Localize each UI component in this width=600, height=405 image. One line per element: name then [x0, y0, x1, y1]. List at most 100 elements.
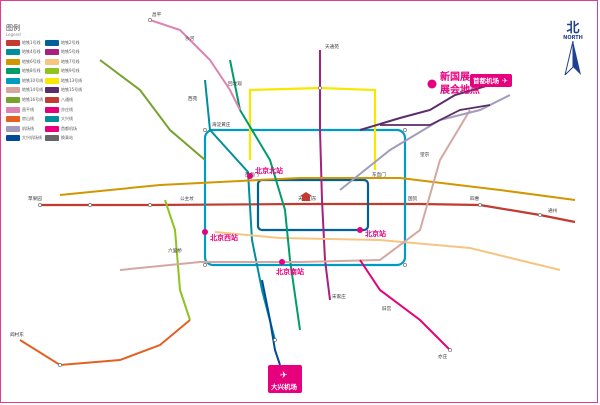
- legend-item: 地铁2号线: [45, 39, 84, 46]
- legend-swatch: [45, 135, 59, 142]
- hub-label: 北京南站: [276, 267, 304, 276]
- hub-beijing[interactable]: 北京站: [357, 227, 386, 238]
- legend-item: 地铁13号线: [45, 77, 84, 84]
- legend-swatch: [6, 116, 20, 123]
- station-dot[interactable]: [148, 203, 152, 207]
- legend-label: 大兴线: [61, 116, 73, 122]
- station-label-jiugong: 旧宫: [382, 305, 392, 312]
- legend-item: 地铁8号线: [6, 68, 45, 75]
- line-10: [203, 128, 407, 267]
- legend-label: 机场线: [22, 125, 34, 131]
- station-dot[interactable]: [478, 203, 482, 207]
- station-label-wangjing: 望京: [420, 151, 430, 158]
- legend-item: 换乘站: [45, 135, 84, 142]
- line-14: [119, 109, 471, 271]
- line-daxing-airport: [261, 279, 281, 366]
- legend-label: 八通线: [61, 97, 73, 103]
- legend-swatch: [6, 58, 20, 65]
- station-label-dongzhimen: 东直门: [372, 171, 386, 178]
- station-dot[interactable]: [148, 18, 152, 22]
- legend-item: 地铁10号线: [6, 77, 45, 84]
- legend-item: 地铁6号线: [6, 58, 45, 65]
- legend-label: 地铁15号线: [61, 87, 83, 93]
- legend-label: 地铁4号线: [22, 49, 41, 55]
- legend-label: 地铁16号线: [22, 97, 44, 103]
- line-yizhuang: [359, 259, 451, 351]
- station-dot[interactable]: [88, 203, 92, 207]
- legend-swatch: [6, 87, 20, 94]
- legend-item: 地铁9号线: [45, 68, 84, 75]
- legend-label: 地铁13号线: [61, 77, 83, 83]
- line-8: [229, 59, 301, 331]
- hub-beijing-west[interactable]: 北京西站: [202, 229, 238, 242]
- north-arrow-icon: [564, 40, 581, 77]
- legend-swatch: [45, 97, 59, 104]
- hub-beijing-north[interactable]: 北京北站: [247, 166, 283, 179]
- line-fangshan: [19, 319, 191, 367]
- legend-swatch: [6, 135, 20, 142]
- expo-label-line1: 新国展: [440, 70, 470, 83]
- line-4: [204, 79, 276, 341]
- legend-label: 房山线: [22, 116, 34, 122]
- legend-swatch: [6, 68, 20, 75]
- line-16: [99, 59, 206, 161]
- station-dot[interactable]: [403, 263, 407, 267]
- north-compass: 北 NORTH: [556, 22, 590, 79]
- station-label-tongzhou: 通州: [548, 207, 558, 214]
- compass-cn: 北: [566, 21, 580, 36]
- legend-item: 大兴线: [45, 116, 84, 123]
- legend-label: 地铁5号线: [61, 49, 80, 55]
- legend-label: 地铁10号线: [22, 77, 44, 83]
- legend-swatch: [45, 125, 59, 132]
- station-label-xiyuan: 西苑: [188, 95, 198, 102]
- legend-swatch: [6, 97, 20, 104]
- legend-item: 昌平线: [6, 106, 45, 113]
- hub-label: 北京北站: [255, 166, 283, 175]
- legend-subtitle: Legend: [6, 32, 21, 37]
- station-dot[interactable]: [273, 338, 277, 342]
- station-label-songjiazhuang: 宋家庄: [332, 293, 346, 300]
- line-7: [214, 231, 561, 271]
- legend-swatch: [45, 39, 59, 46]
- station-dot[interactable]: [538, 213, 542, 217]
- station-label-fangshan: 阎村东: [10, 331, 24, 338]
- station-dot[interactable]: [58, 363, 62, 367]
- line-airport: [339, 94, 511, 191]
- legend-grid: 地铁1号线 地铁2号线地铁4号线 地铁5号线地铁6号线地铁7号线地铁8号线地铁9号线…: [6, 39, 84, 142]
- legend-label: 首都机场: [61, 125, 77, 131]
- legend-label: 地铁2号线: [61, 39, 80, 45]
- legend-label: 亦庄线: [61, 106, 73, 112]
- line-changping: [149, 19, 241, 111]
- line-5: [319, 50, 331, 301]
- capital-airport[interactable]: 首都机场 ✈: [470, 74, 512, 87]
- hub-beijing-south[interactable]: 北京南站: [276, 259, 304, 276]
- station-dot[interactable]: [203, 128, 207, 132]
- hub-label: 北京西站: [210, 233, 238, 242]
- legend-item: 地铁7号线: [45, 58, 84, 65]
- legend-swatch: [45, 87, 59, 94]
- legend-item: 地铁1号线: [6, 39, 45, 46]
- station-dot[interactable]: [38, 203, 42, 207]
- legend-item: 八通线: [45, 97, 84, 104]
- legend-item: 首都机场: [45, 125, 84, 132]
- expo-label-line2: 展会地点: [440, 83, 480, 96]
- station-dot[interactable]: [403, 128, 407, 132]
- station-label-yizhuang: 亦庄: [438, 353, 448, 360]
- plane-icon: ✈: [502, 77, 508, 85]
- legend-swatch: [45, 116, 59, 123]
- expo-venue[interactable]: 新国展 展会地点: [427, 70, 481, 96]
- legend-item: 地铁4号线: [6, 49, 45, 56]
- station-dot[interactable]: [448, 348, 452, 352]
- station-label-pingguoyuan: 苹果园: [28, 195, 42, 202]
- legend-item: 机场线: [6, 125, 45, 132]
- line-6: [59, 177, 576, 201]
- station-dot[interactable]: [318, 86, 322, 90]
- legend-item: 地铁5号线: [45, 49, 84, 56]
- legend-swatch: [6, 77, 20, 84]
- station-markers: [38, 18, 542, 367]
- daxing-airport[interactable]: ✈ 大兴机场: [268, 365, 302, 393]
- legend-swatch: [6, 39, 20, 46]
- line-15: [359, 81, 501, 131]
- station-dot[interactable]: [203, 263, 207, 267]
